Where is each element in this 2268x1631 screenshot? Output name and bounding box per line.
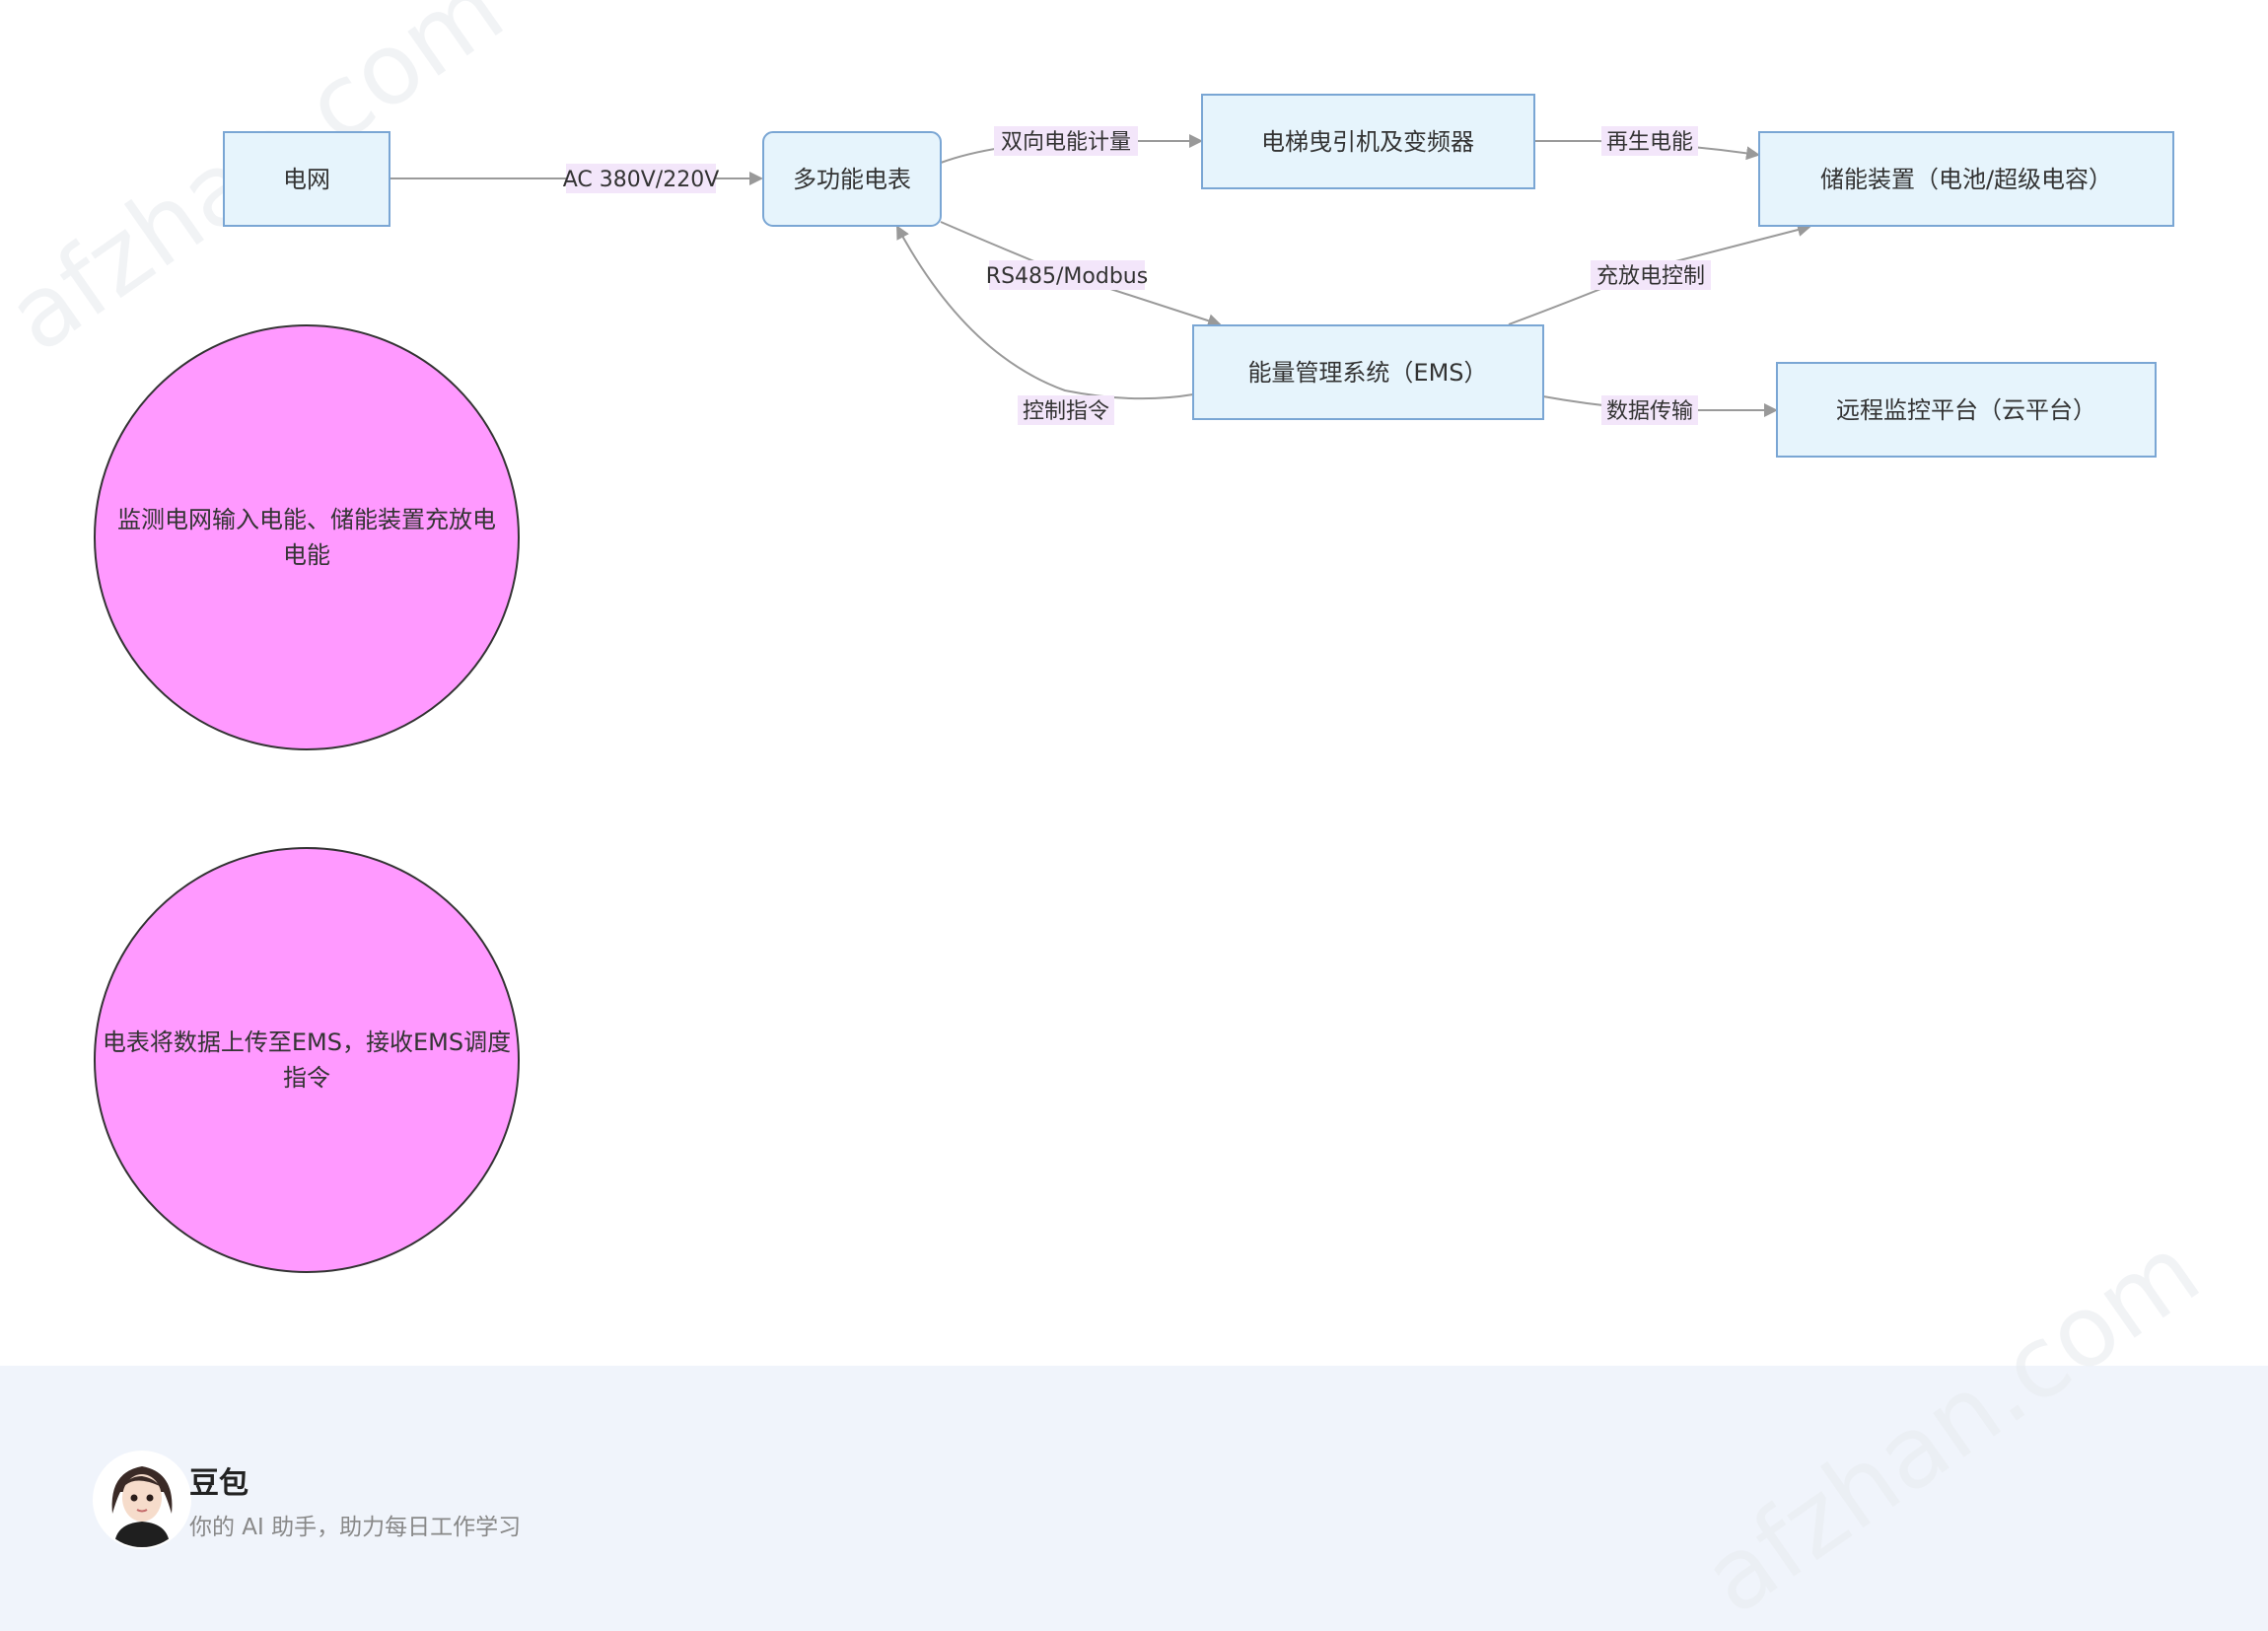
svg-text:控制指令: 控制指令 (1023, 399, 1109, 424)
edge-label-ems-cloud: 数据传输 (1601, 395, 1698, 425)
flowchart-diagram: afzhan.com AC 380V/220V 双向电能计量 再生电能 RS48… (0, 0, 2174, 1273)
svg-text:电网: 电网 (283, 166, 330, 193)
svg-text:数据传输: 数据传输 (1606, 399, 1693, 424)
edge-ems-meter (896, 225, 1194, 400)
node-multifunction-meter[interactable]: 多功能电表 (762, 131, 942, 227)
svg-text:多功能电表: 多功能电表 (793, 166, 911, 193)
svg-text:再生电能: 再生电能 (1606, 130, 1693, 155)
svg-text:电表将数据上传至EMS，接收EMS调度: 电表将数据上传至EMS，接收EMS调度 (103, 1028, 511, 1056)
svg-text:电梯曳引机及变频器: 电梯曳引机及变频器 (1261, 128, 1474, 156)
svg-text:监测电网输入电能、储能装置充放电: 监测电网输入电能、储能装置充放电 (117, 506, 496, 533)
edge-label-meter-ems: RS485/Modbus (986, 260, 1148, 290)
svg-text:AC 380V/220V: AC 380V/220V (563, 168, 720, 192)
brand-tagline: 你的 AI 助手，助力每日工作学习 (189, 1515, 522, 1540)
svg-text:能量管理系统（EMS）: 能量管理系统（EMS） (1247, 359, 1487, 387)
node-elevator-traction[interactable]: 电梯曳引机及变频器 (1201, 94, 1535, 189)
node-ems[interactable]: 能量管理系统（EMS） (1192, 324, 1544, 420)
avatar-girl-icon[interactable] (95, 1453, 189, 1547)
footer-bar: afzhan.com 豆包 你的 AI 助手，助力每日工作学习 (0, 1213, 2268, 1631)
note-meter-ems-data[interactable]: 电表将数据上传至EMS，接收EMS调度 指令 (94, 847, 520, 1273)
node-grid[interactable]: 电网 (223, 131, 390, 227)
edge-label-ems-meter: 控制指令 (1018, 395, 1114, 425)
svg-text:远程监控平台（云平台）: 远程监控平台（云平台） (1836, 396, 2096, 424)
svg-text:RS485/Modbus: RS485/Modbus (986, 264, 1148, 289)
node-energy-storage[interactable]: 储能装置（电池/超级电容） (1758, 131, 2174, 227)
edge-label-ems-storage: 充放电控制 (1591, 260, 1711, 290)
svg-text:双向电能计量: 双向电能计量 (1001, 130, 1131, 155)
edge-label-grid-meter: AC 380V/220V (563, 164, 720, 193)
note-meter-monitoring[interactable]: 监测电网输入电能、储能装置充放电 电能 (94, 324, 520, 750)
edge-label-meter-elevator: 双向电能计量 (994, 126, 1138, 156)
svg-text:储能装置（电池/超级电容）: 储能装置（电池/超级电容） (1820, 166, 2112, 193)
svg-text:电能: 电能 (283, 541, 330, 569)
edge-label-elevator-storage: 再生电能 (1601, 126, 1698, 156)
brand-name: 豆包 (189, 1466, 248, 1501)
svg-text:充放电控制: 充放电控制 (1596, 264, 1705, 289)
node-cloud-platform[interactable]: 远程监控平台（云平台） (1776, 362, 2157, 458)
svg-text:指令: 指令 (283, 1064, 330, 1092)
